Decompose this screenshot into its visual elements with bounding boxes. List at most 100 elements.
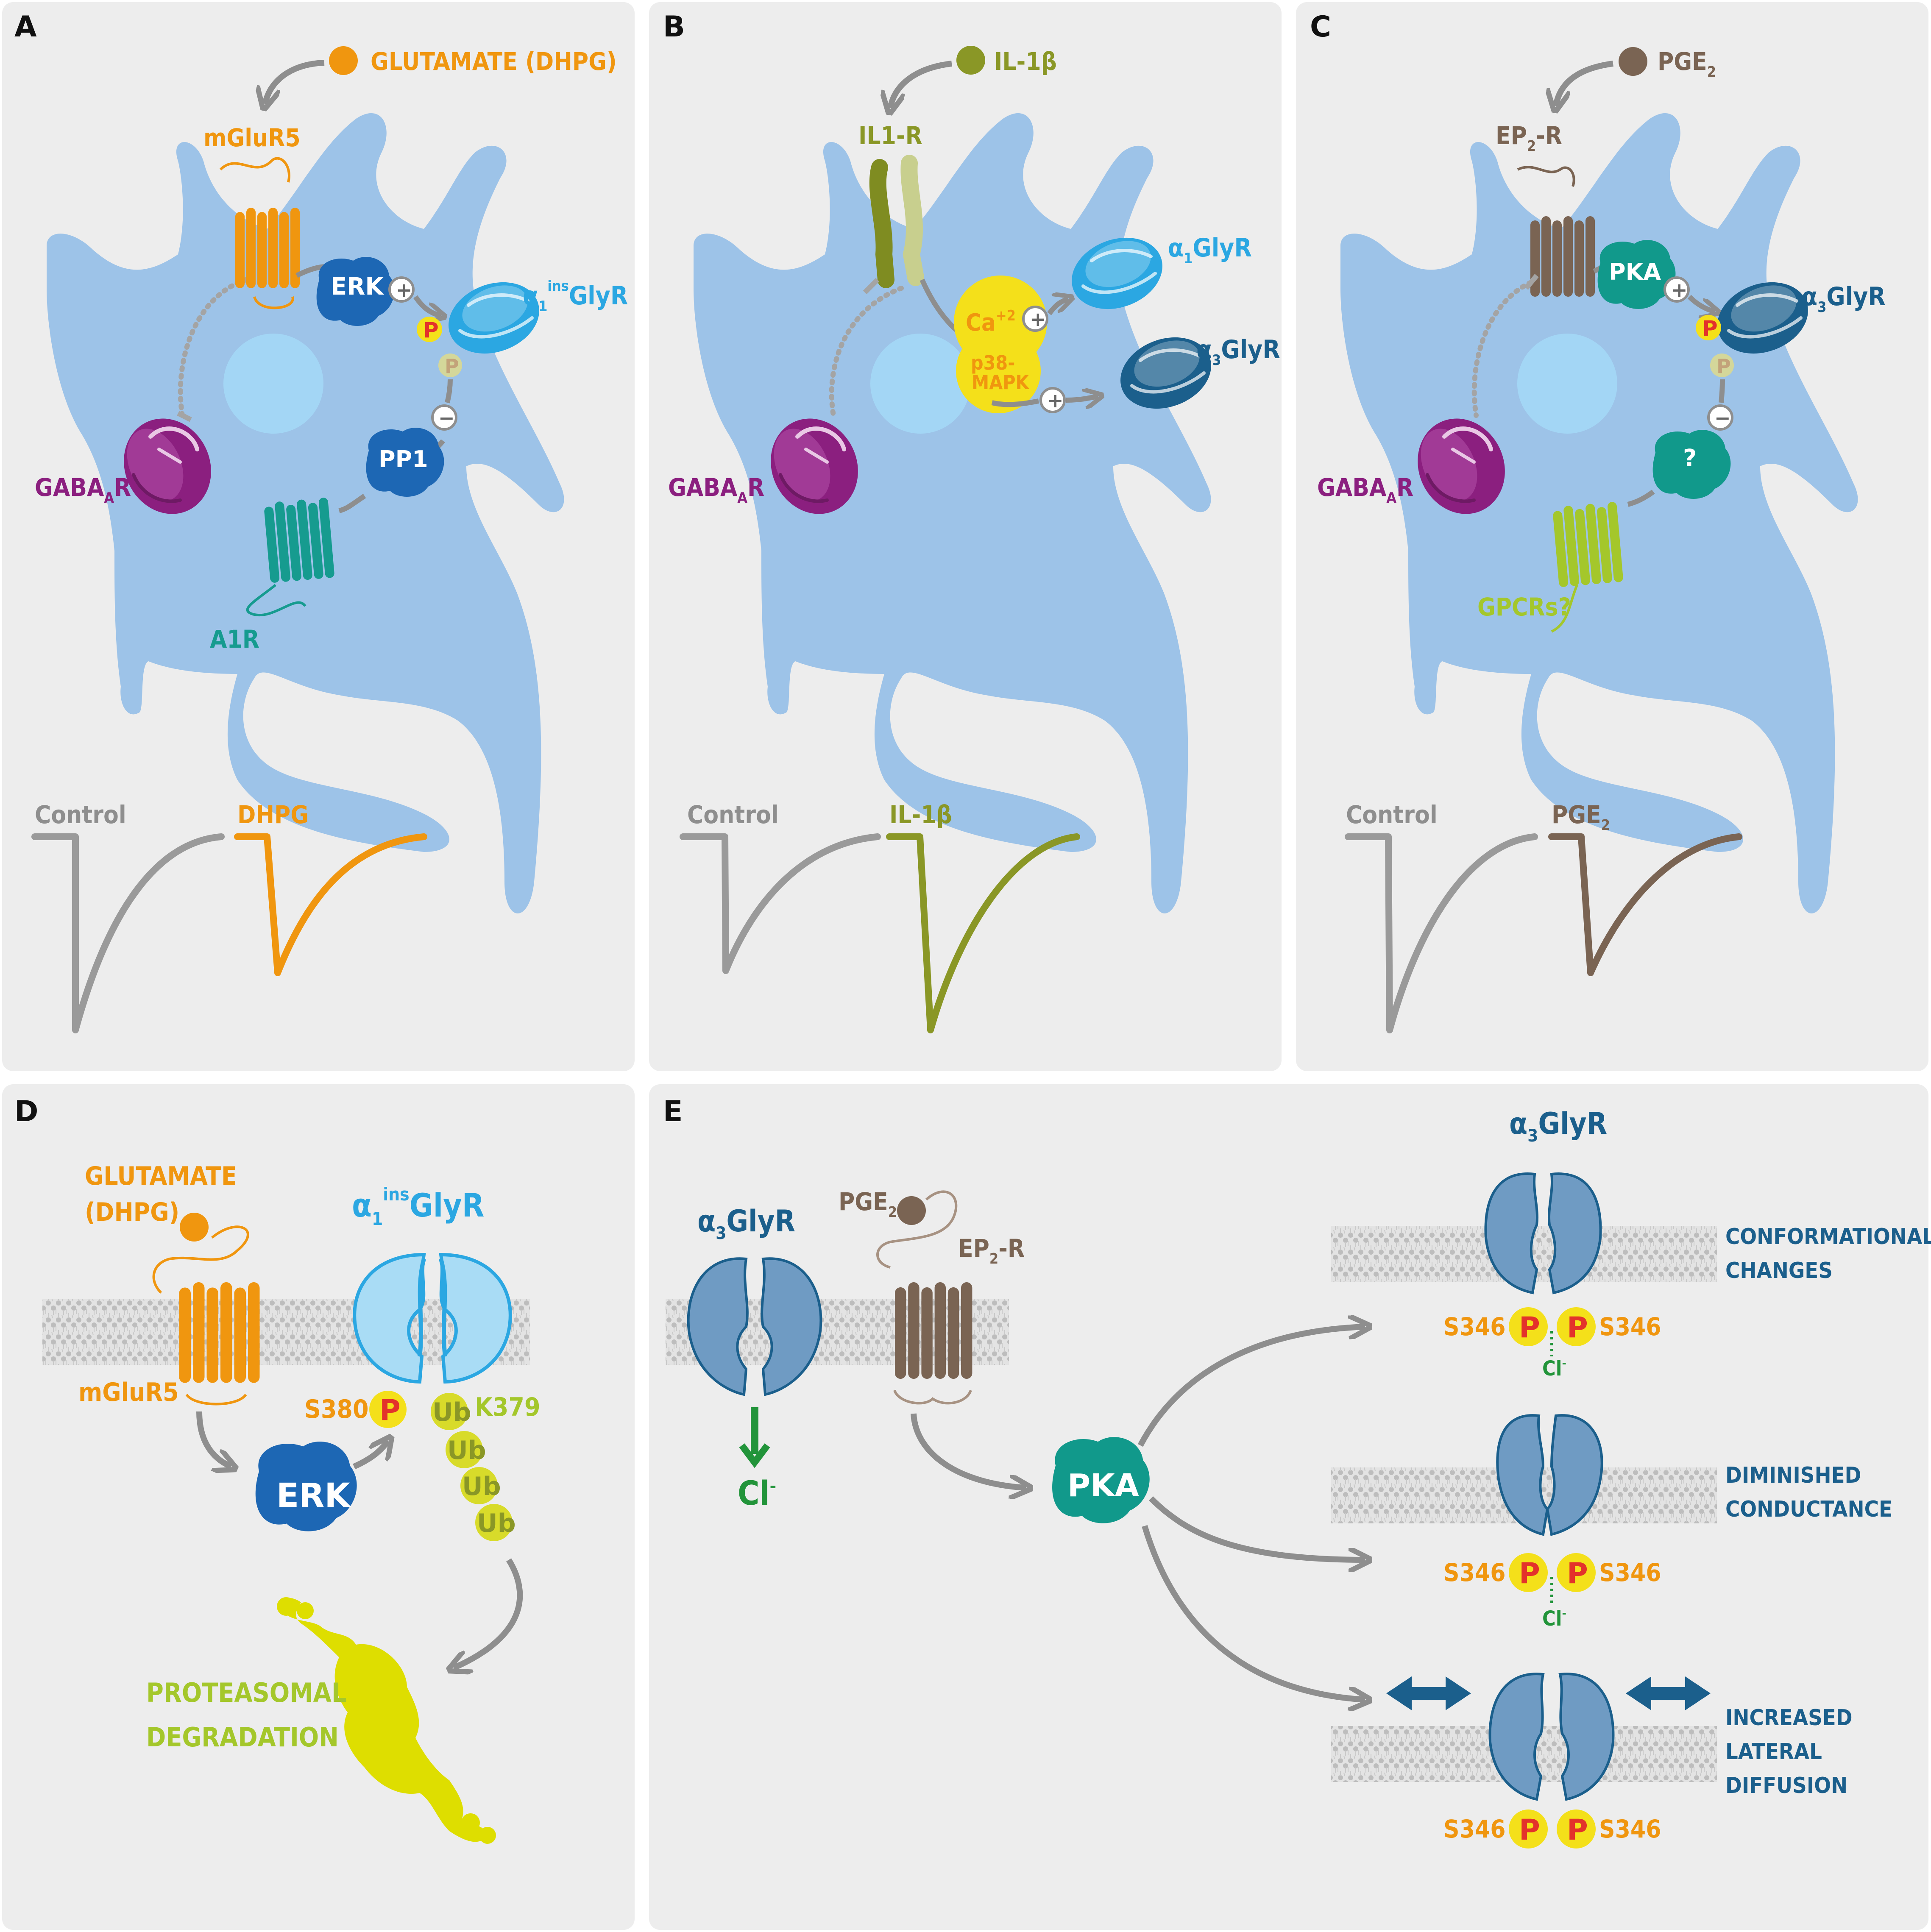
site-s380-label-d: S380 xyxy=(304,1395,369,1424)
outcome-2-line2-e: CONDUCTANCE xyxy=(1725,1497,1892,1522)
chloride-label-e: Cl- xyxy=(738,1475,776,1513)
plus-sign-a: + xyxy=(396,278,412,301)
site-label-e-3a: S346 xyxy=(1443,1815,1506,1843)
phospho-e-1b xyxy=(1557,1307,1596,1346)
arrow-to-outcome2-e xyxy=(1149,1496,1365,1560)
ligand-label-c: PGE2 xyxy=(1658,47,1716,81)
ubiquitin-chain-d xyxy=(431,1393,513,1541)
phospho-label-e-1b: P xyxy=(1567,1311,1588,1345)
ligand-dot-a xyxy=(329,46,358,75)
site-label-e-1a: S346 xyxy=(1443,1312,1506,1341)
erk-label-d: ERK xyxy=(276,1477,351,1515)
site-label-e-2a: S346 xyxy=(1443,1558,1506,1587)
panel-a: A GLUTAMATE (DHPG) mGluR5 ERK + α1insGly… xyxy=(2,2,635,1071)
dotted-inhibition-a xyxy=(178,277,248,418)
phospho-site-d xyxy=(369,1391,407,1428)
degradation-label-2-d: DEGRADATION xyxy=(146,1722,339,1753)
arrow-to-erk-d xyxy=(196,1411,231,1467)
phospho-e-1a xyxy=(1509,1307,1548,1346)
plus-badge-a xyxy=(388,276,415,303)
pp1-label-a: PP1 xyxy=(379,446,428,473)
ligand-arrow-a xyxy=(265,60,325,104)
phospho-label-c: P xyxy=(1702,316,1718,341)
pka-label-e: PKA xyxy=(1067,1467,1139,1504)
alpha3-glyr-e-3 xyxy=(1488,1673,1615,1801)
ligand-label-e: PGE2 xyxy=(839,1187,897,1221)
site-k379-label-d: K379 xyxy=(475,1392,541,1422)
lateral-arrow-right-e xyxy=(1626,1676,1711,1710)
alpha1ins-glyr-d xyxy=(353,1253,512,1384)
alpha3-glyr-e-2 xyxy=(1496,1414,1603,1536)
dephospho-label-a: P xyxy=(445,355,459,378)
chloride-label-e-2: Cl- xyxy=(1542,1606,1566,1631)
ub-label-1-d: Ub xyxy=(432,1397,471,1427)
ligand-dot-e xyxy=(897,1196,926,1225)
unknown-label-c: ? xyxy=(1683,445,1697,472)
minus-badge-a xyxy=(431,404,457,431)
ligand-dot-b xyxy=(956,46,985,75)
ub-label-3-d: Ub xyxy=(462,1472,501,1501)
phospho-label-a: P xyxy=(423,318,439,342)
ligand-label-b: IL-1β xyxy=(994,47,1057,76)
trace-pge2-label-c: PGE2 xyxy=(1552,800,1610,834)
panel-b: B IL-1β IL1-R Ca+2 p38- MAPK + + α1GlyR xyxy=(649,2,1282,1071)
arrow-to-proteasome-d xyxy=(454,1558,523,1668)
il1r-receptor-b xyxy=(869,159,894,288)
activation-arrow-c xyxy=(1687,295,1715,312)
site-label-e-3b: S346 xyxy=(1599,1815,1661,1843)
trace-control-label-a: Control xyxy=(35,800,126,829)
dotted-inhibition-b xyxy=(829,286,904,418)
phospho-label-e-2b: P xyxy=(1567,1557,1588,1590)
phospho-e-2b xyxy=(1557,1553,1596,1592)
phospho-label-e-3b: P xyxy=(1567,1813,1588,1847)
trace-control-label-c: Control xyxy=(1346,800,1438,829)
phospho-site-a xyxy=(417,317,442,342)
ub-label-4-d: Ub xyxy=(477,1509,516,1538)
dephospho-site-a xyxy=(438,354,462,377)
panel-c-letter: C xyxy=(1310,10,1331,44)
outcome-3-line1-e: INCREASED xyxy=(1725,1705,1853,1731)
receptor-label-c: EP2-R xyxy=(1496,121,1562,155)
phospho-label-e-3a: P xyxy=(1519,1813,1540,1847)
phospho-e-3a xyxy=(1509,1810,1548,1848)
lateral-arrow-left-e xyxy=(1386,1676,1471,1710)
plus-badge-c xyxy=(1664,276,1690,303)
nucleus-c xyxy=(1517,334,1617,434)
plus-badge-b1 xyxy=(1022,306,1048,332)
mapk-label-2-b: MAPK xyxy=(972,371,1030,394)
phospho-e-3b xyxy=(1557,1810,1596,1848)
dephospho-site-c xyxy=(1710,354,1734,377)
phospho-label-e-1a: P xyxy=(1519,1311,1540,1345)
degradation-label-1-d: PROTEASOMAL xyxy=(146,1677,346,1708)
nucleus-a xyxy=(223,334,323,434)
mapk-label-1-b: p38- xyxy=(971,351,1015,374)
glyr-label-c: α3GlyR xyxy=(1802,282,1886,316)
receptor-label-b: IL1-R xyxy=(858,121,922,150)
activation-arrow-a xyxy=(413,295,441,316)
alpha3-glyr-e-1 xyxy=(1484,1172,1602,1294)
panel-a-letter: A xyxy=(14,10,37,44)
activation-arrow-b1 xyxy=(1047,299,1068,315)
trace-control-b xyxy=(680,833,881,974)
dephospho-label-c: P xyxy=(1716,355,1731,378)
ligand-arrow-b xyxy=(890,61,952,108)
gaba-label-b: GABAAR xyxy=(668,473,764,507)
phospho-site-c xyxy=(1696,315,1721,340)
receptor-label-a: mGluR5 xyxy=(203,123,301,152)
a1r-label-a: A1R xyxy=(210,625,259,654)
panel-d-letter: D xyxy=(14,1095,38,1128)
proteasome-d xyxy=(277,1597,496,1844)
phospho-label-e-2a: P xyxy=(1519,1557,1540,1590)
ligand-dot-c xyxy=(1619,47,1647,76)
panel-d: D GLUTAMATE (DHPG) mGluR5 ERK α1insGlyR … xyxy=(2,1084,635,1930)
arrow-to-pka-e xyxy=(911,1413,1026,1488)
p38-mapk-node-b xyxy=(956,328,1041,413)
trace-pge2-c xyxy=(1548,833,1742,976)
site-label-e-2b: S346 xyxy=(1599,1558,1661,1587)
ligand-dot-d xyxy=(180,1213,209,1242)
site-label-e-1b: S346 xyxy=(1599,1312,1661,1341)
nucleus-b xyxy=(870,334,970,434)
trace-dhpg-a xyxy=(234,833,427,976)
panel-e: E α3GlyR Cl- PGE2 EP2-R PKA α3GlyR xyxy=(649,1084,1931,1930)
trace-control-c xyxy=(1345,833,1538,1033)
